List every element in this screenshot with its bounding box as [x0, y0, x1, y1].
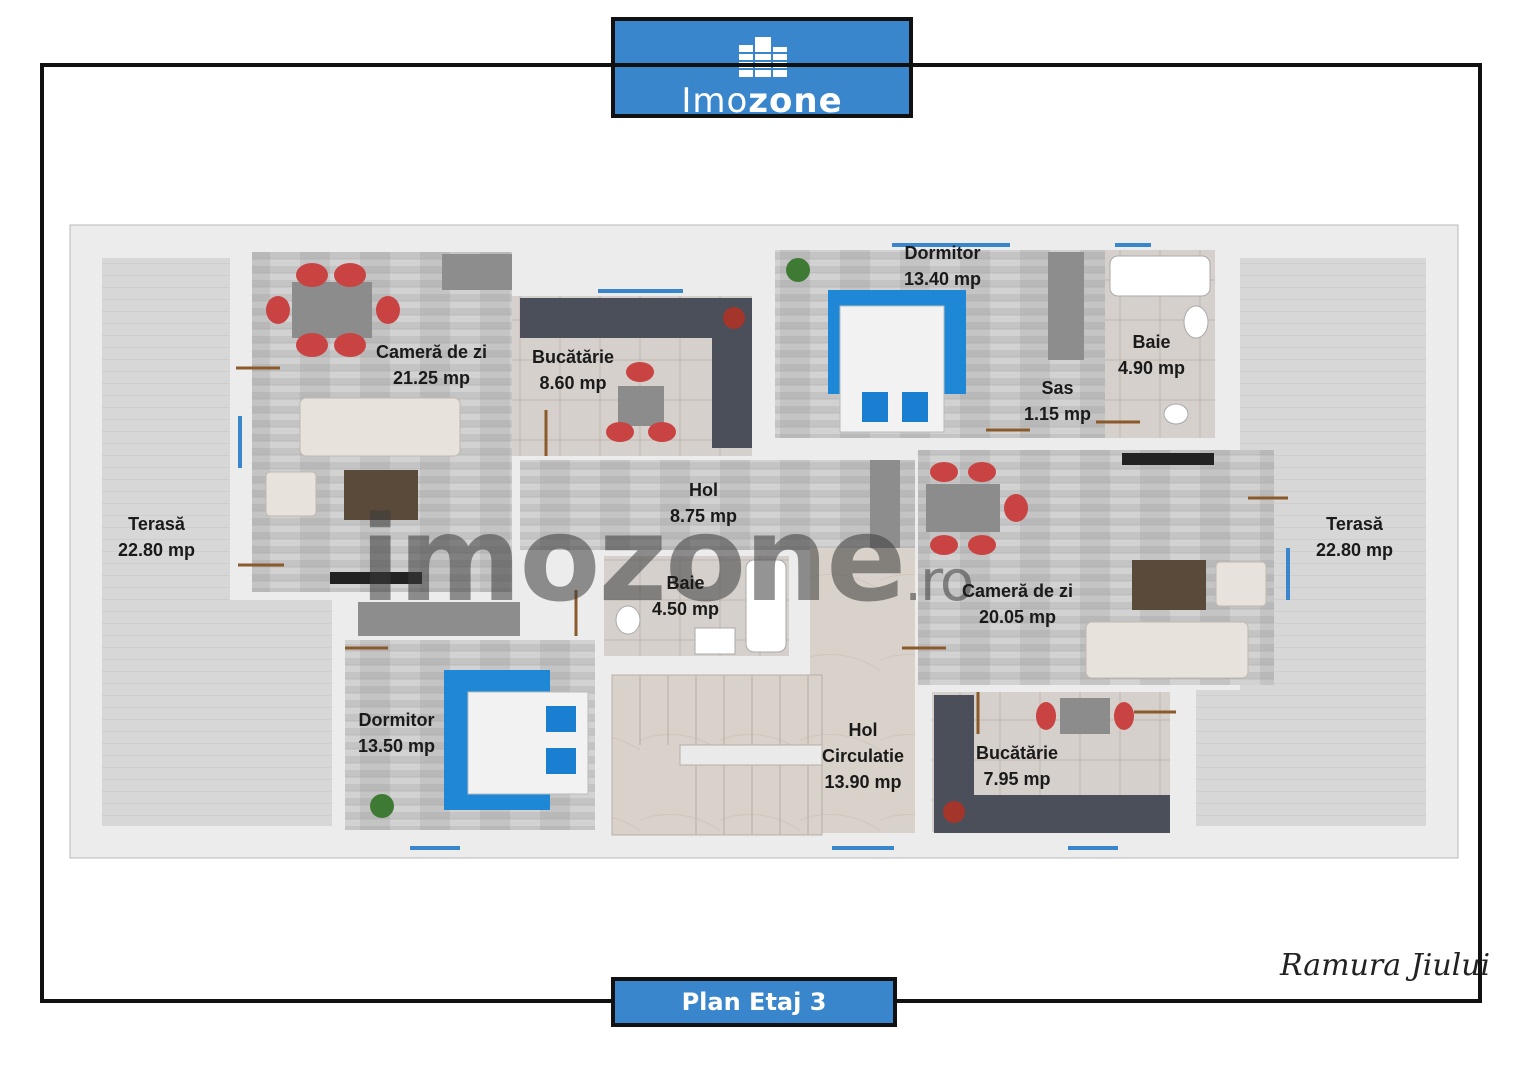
room-name: Bucătărie	[976, 743, 1059, 763]
bed-bottom-pillow-top	[546, 706, 576, 732]
wardrobe-bedroom-bottom	[358, 602, 520, 636]
room-name: Terasă	[1326, 514, 1383, 534]
sofa-right	[1085, 621, 1249, 679]
room-name: Sas	[1041, 378, 1074, 398]
wardrobe-bedroom-top	[1048, 252, 1084, 360]
room-name: Baie	[1132, 332, 1171, 352]
room-area: 4.90 mp	[1118, 358, 1186, 378]
bed-bottom-pillow-bottom	[546, 748, 576, 774]
sink-mid	[694, 627, 736, 655]
room-dormitor-bottom: Dormitor 13.50 mp	[358, 707, 435, 759]
armchair-right	[1215, 561, 1267, 607]
room-dormitor-top: Dormitor 13.40 mp	[904, 240, 981, 292]
wardrobe-hall	[870, 460, 900, 548]
room-camera-zi-left: Cameră de zi 21.25 mp	[376, 339, 487, 391]
room-bucatarie-top: Bucătărie 8.60 mp	[532, 344, 614, 396]
room-area: 13.90 mp	[824, 772, 902, 792]
room-name: Hol	[689, 480, 719, 500]
toilet-mid	[615, 605, 641, 635]
room-area: 20.05 mp	[979, 607, 1057, 627]
room-area: 7.95 mp	[983, 769, 1051, 789]
stair-treads	[639, 675, 823, 835]
plant-bedroom-bottom	[370, 794, 394, 818]
dining-set-left	[266, 263, 400, 357]
room-area: 1.15 mp	[1024, 404, 1092, 424]
plant-kitchen-top	[723, 307, 745, 329]
room-area: 8.75 mp	[670, 506, 738, 526]
room-area: 13.40 mp	[904, 269, 982, 289]
room-hol: Hol 8.75 mp	[670, 477, 737, 529]
room-baie-mid: Baie 4.50 mp	[652, 570, 719, 622]
room-area: 13.50 mp	[358, 736, 436, 756]
sofa-left	[299, 397, 461, 457]
watermark: imozone.ro	[360, 490, 974, 628]
windows	[238, 243, 1290, 850]
plant-bedroom-top	[786, 258, 810, 282]
terrace-left-floor-lower	[102, 600, 332, 826]
bed-top-pillow-right	[902, 392, 928, 422]
room-name-2: Circulatie	[822, 746, 905, 766]
armchair-left	[265, 471, 317, 517]
signature: Ramura Jiului	[1280, 948, 1491, 983]
toilet-top	[1163, 403, 1189, 425]
room-name: Bucătărie	[532, 347, 615, 367]
building-logo-icon	[739, 37, 787, 77]
door-swings	[236, 366, 1288, 734]
room-area: 8.60 mp	[539, 373, 607, 393]
room-name: Dormitor	[904, 243, 981, 263]
dining-set-right	[926, 462, 1028, 555]
brand-logo: Imozone	[611, 17, 913, 121]
circulation-floor	[810, 548, 915, 833]
room-hol-circulatie: Hol Circulatie 13.90 mp	[822, 717, 904, 795]
bathtub-top	[1109, 255, 1211, 297]
room-area: 22.80 mp	[1316, 540, 1394, 560]
plant-kitchen-bottom	[943, 801, 965, 823]
room-terasa-right: Terasă 22.80 mp	[1316, 511, 1393, 563]
rug-left	[344, 470, 418, 520]
room-name: Hol	[848, 720, 878, 740]
room-name: Cameră de zi	[962, 581, 1074, 601]
wardrobe-living-left	[442, 254, 512, 290]
room-name: Terasă	[128, 514, 185, 534]
room-baie-top: Baie 4.90 mp	[1118, 329, 1185, 381]
brand-name: Imozone	[681, 81, 843, 121]
room-area: 22.80 mp	[118, 540, 196, 560]
room-bucatarie-bottom: Bucătărie 7.95 mp	[976, 740, 1058, 792]
room-terasa-left: Terasă 22.80 mp	[118, 511, 195, 563]
room-name: Dormitor	[358, 710, 435, 730]
dining-set-kitchen-bottom	[1036, 698, 1134, 734]
bed-top	[839, 305, 945, 433]
dining-set-kitchen-top	[606, 362, 676, 442]
room-area: 21.25 mp	[393, 368, 471, 388]
bed-top-pillow-left	[862, 392, 888, 422]
bathtub-mid	[745, 559, 787, 653]
room-name: Baie	[666, 573, 705, 593]
room-area: 4.50 mp	[652, 599, 720, 619]
terrace-right-floor-lower	[1196, 690, 1426, 826]
room-sas: Sas 1.15 mp	[1024, 375, 1091, 427]
room-name: Cameră de zi	[376, 342, 488, 362]
tv-right	[1122, 453, 1214, 465]
plan-title: Plan Etaj 3	[611, 977, 897, 1027]
rug-right	[1132, 560, 1206, 610]
sink-top	[1183, 305, 1209, 339]
hall-floor	[520, 460, 915, 550]
room-camera-zi-right: Cameră de zi 20.05 mp	[962, 578, 1073, 630]
tv-left	[330, 572, 422, 584]
